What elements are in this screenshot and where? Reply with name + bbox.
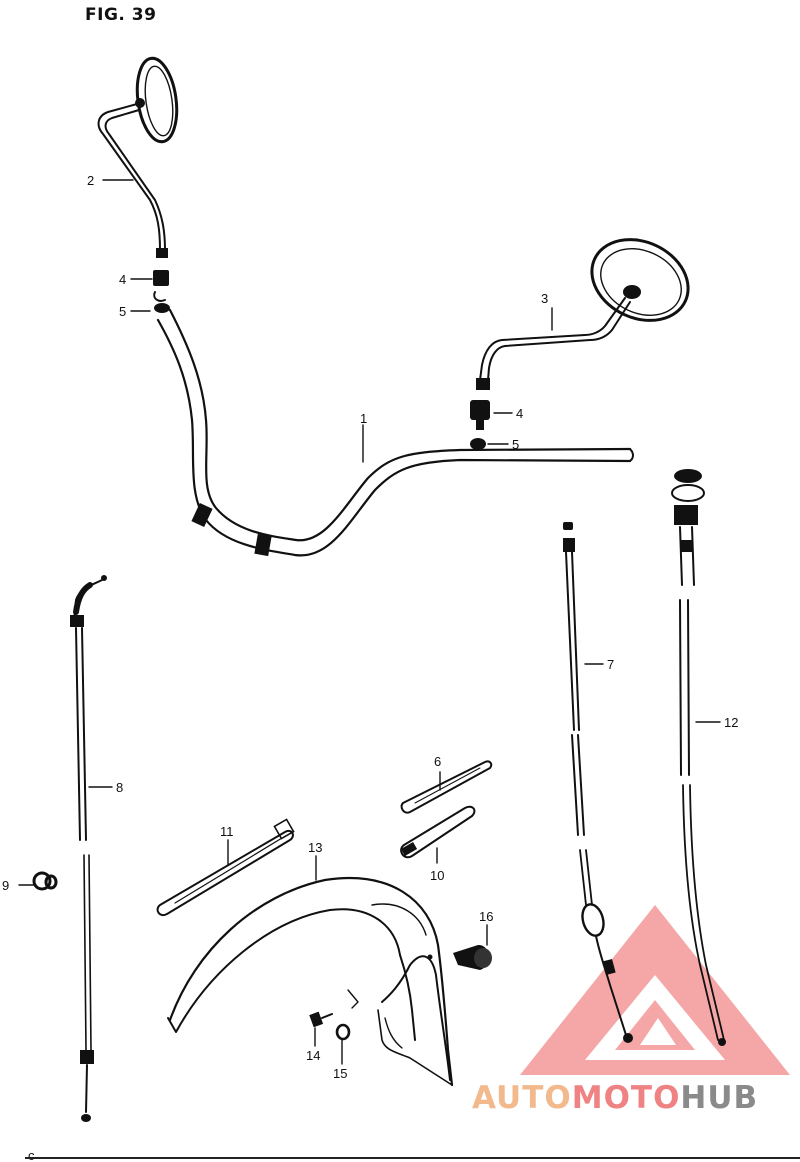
callout-2: 2 (87, 173, 94, 188)
callout-5-left: 5 (119, 304, 126, 319)
callout-leaders (18, 179, 721, 1065)
watermark-logo-icon (520, 905, 790, 1075)
callout-13: 13 (308, 840, 322, 855)
callout-6: 6 (434, 754, 441, 769)
watermark-hub: HUB (680, 1080, 759, 1116)
strap-6-part (400, 760, 493, 814)
callout-5-right: 5 (512, 437, 519, 452)
mirror-right-part (479, 238, 690, 381)
callout-4-left: 4 (119, 272, 126, 287)
cable-12-part (671, 469, 726, 1046)
callout-8: 8 (116, 780, 123, 795)
callout-15: 15 (333, 1066, 347, 1081)
watermark-moto: MOTO (571, 1080, 681, 1116)
callout-1: 1 (360, 411, 367, 426)
callout-14: 14 (306, 1048, 320, 1063)
callout-9: 9 (2, 878, 9, 893)
callout-7: 7 (607, 657, 614, 672)
page-corner-mark: c (28, 1148, 35, 1162)
callout-11: 11 (220, 824, 234, 839)
handlebar-part (156, 308, 634, 557)
figure-title: FIG. 39 (85, 5, 157, 25)
callout-labels: 1 2 3 4 5 4 5 6 7 8 9 10 11 12 13 14 15 … (2, 173, 738, 1081)
mirror-left-part (97, 56, 179, 251)
mirror-right-adjuster (470, 378, 490, 450)
watermark-text: AUTOMOTOHUB (472, 1080, 758, 1116)
nut-15-part (335, 1023, 351, 1041)
strap-11-part (156, 818, 295, 916)
callout-4-right: 4 (516, 406, 523, 421)
callout-12: 12 (724, 715, 738, 730)
strap-10-part (400, 805, 476, 859)
callout-10: 10 (430, 868, 444, 883)
bolt-14-part (309, 1011, 333, 1028)
clamp-9-part (32, 871, 58, 891)
cable-7-part (563, 522, 633, 1043)
callout-16: 16 (479, 909, 493, 924)
mirror-left-adjuster (153, 248, 170, 313)
callout-3: 3 (541, 291, 548, 306)
fender-13-part (167, 877, 454, 1087)
watermark-auto: AUTO (472, 1080, 572, 1116)
page-bottom-border (25, 1157, 800, 1159)
nut-16-part (427, 944, 492, 970)
cable-8-part (70, 575, 107, 1122)
